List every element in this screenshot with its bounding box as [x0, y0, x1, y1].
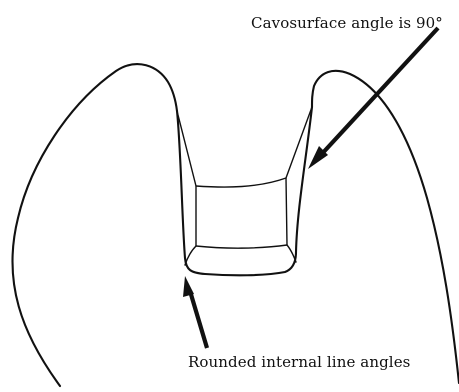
bottom-pointer-arrow-shaft [187, 290, 210, 349]
cavity-outline [175, 105, 314, 277]
pulpal-floor-top [195, 177, 287, 188]
rounded-internal-line-angles-label: Rounded internal line angles [188, 353, 411, 371]
top-pointer-arrowhead [308, 146, 328, 169]
bottom-pointer-arrowhead [183, 276, 194, 297]
cavosurface-angle-label: Cavosurface angle is 90° [251, 14, 443, 32]
right-rounded-line-angle [286, 244, 297, 263]
top-pointer-arrow-shaft [317, 26, 440, 159]
left-rounded-line-angle [184, 245, 197, 266]
pulpal-floor-bottom [195, 244, 288, 249]
right-outer-contour [310, 69, 459, 385]
left-outer-contour [11, 63, 179, 388]
left-cavity-wall [176, 110, 197, 247]
right-cavity-wall [285, 106, 313, 246]
